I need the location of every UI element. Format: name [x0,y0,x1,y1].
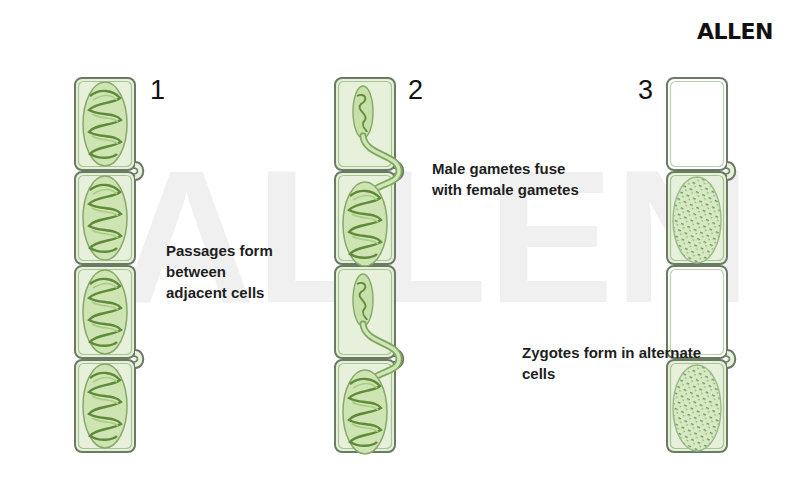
cell [667,360,727,452]
zygote [673,177,721,263]
chloroplast [83,82,127,166]
passage-bump [133,350,143,368]
cell [75,360,135,452]
process-caption: Male gametes fuse with female gametes [432,158,597,200]
process-caption: Zygotes form in alternate cells [522,342,727,384]
empty-cell [667,78,727,170]
zygote [673,365,721,451]
female-gamete [343,370,387,454]
chloroplast [83,270,127,354]
male-gamete [353,274,373,326]
brand-logo: ALLEN [697,20,773,44]
stage-number: 1 [150,76,165,106]
chloroplast [83,176,127,260]
cell [75,78,135,170]
process-caption: Passages form between adjacent cells [166,240,284,303]
male-gamete [353,86,373,138]
female-gamete [343,182,387,266]
cell [75,266,135,358]
stage-number: 3 [638,76,653,106]
chloroplast [83,364,127,448]
cell [75,172,135,264]
cell [667,172,727,264]
passage-bump [725,350,735,368]
stage-number: 2 [408,76,423,106]
